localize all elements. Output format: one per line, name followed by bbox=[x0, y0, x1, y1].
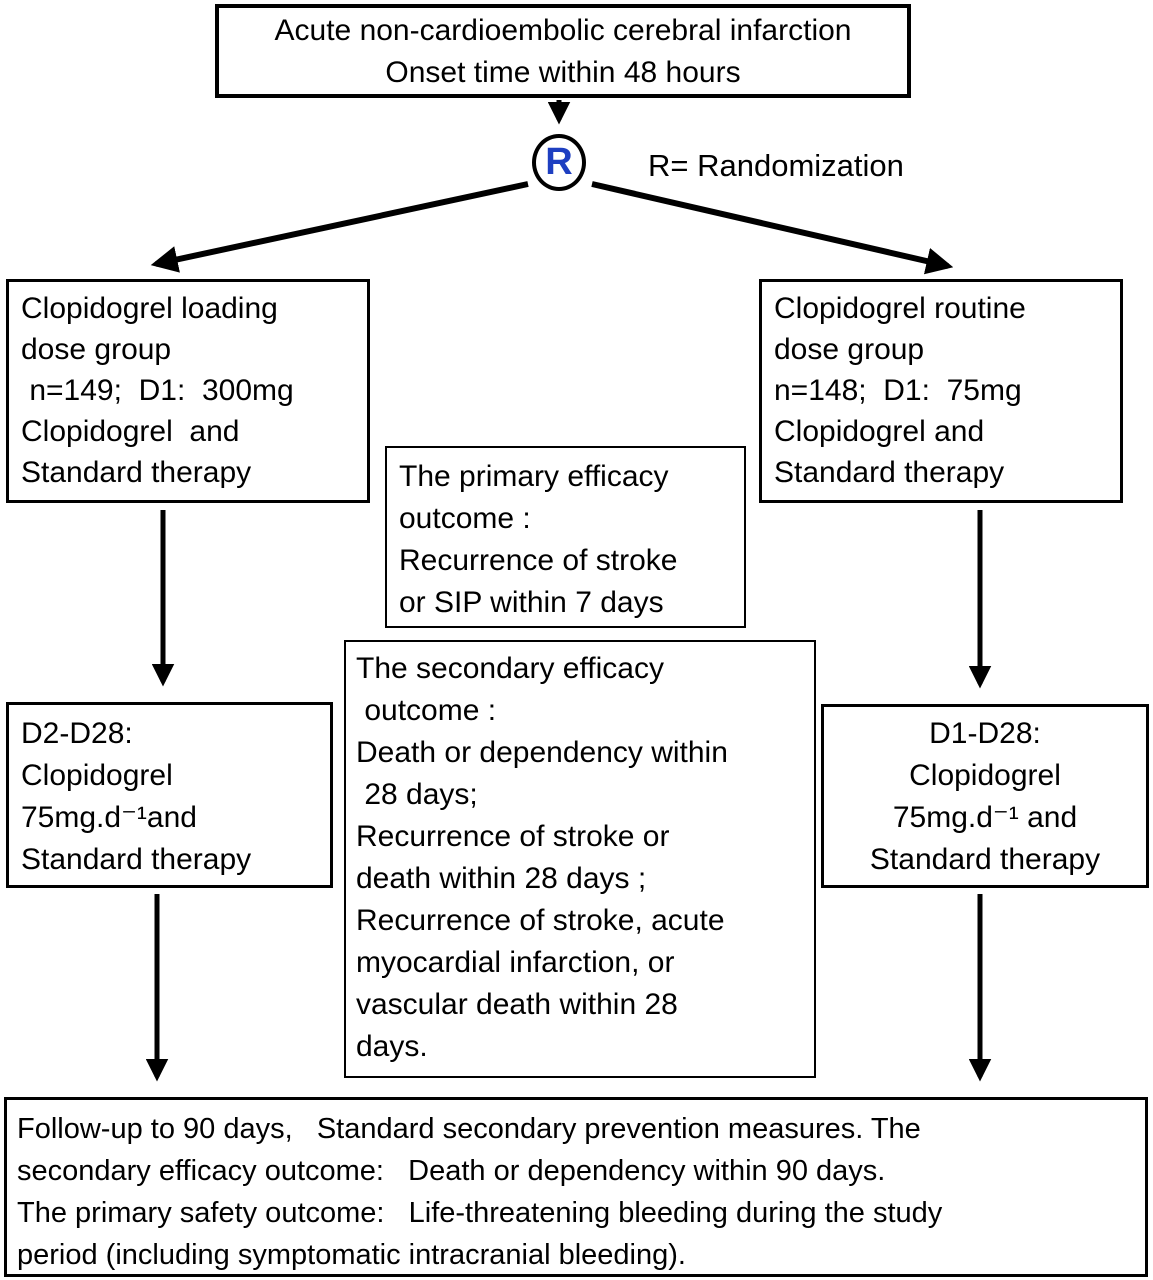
randomization-circle: R bbox=[532, 134, 586, 191]
randomization-symbol: R bbox=[545, 141, 573, 183]
primary-outcome-box: The primary efficacy outcome : Recurrenc… bbox=[385, 446, 746, 628]
followup-box: Follow-up to 90 days, Standard secondary… bbox=[4, 1097, 1148, 1277]
arrow-randomization-to-loading-group bbox=[150, 181, 529, 273]
routine-maintenance-box: D1-D28: Clopidogrel 75mg.d⁻¹ and Standar… bbox=[821, 704, 1149, 888]
arrow-randomization-to-routine-group bbox=[591, 181, 954, 275]
title-box: Acute non-cardioembolic cerebral infarct… bbox=[215, 4, 911, 98]
loading-dose-group-box: Clopidogrel loading dose group n=149; D1… bbox=[6, 279, 370, 503]
loading-maintenance-box: D2-D28: Clopidogrel 75mg.d⁻¹and Standard… bbox=[6, 702, 333, 888]
routine-dose-group-box: Clopidogrel routine dose group n=148; D1… bbox=[759, 279, 1123, 503]
secondary-outcome-box: The secondary efficacy outcome : Death o… bbox=[344, 640, 816, 1078]
randomization-legend: R= Randomization bbox=[648, 148, 904, 183]
